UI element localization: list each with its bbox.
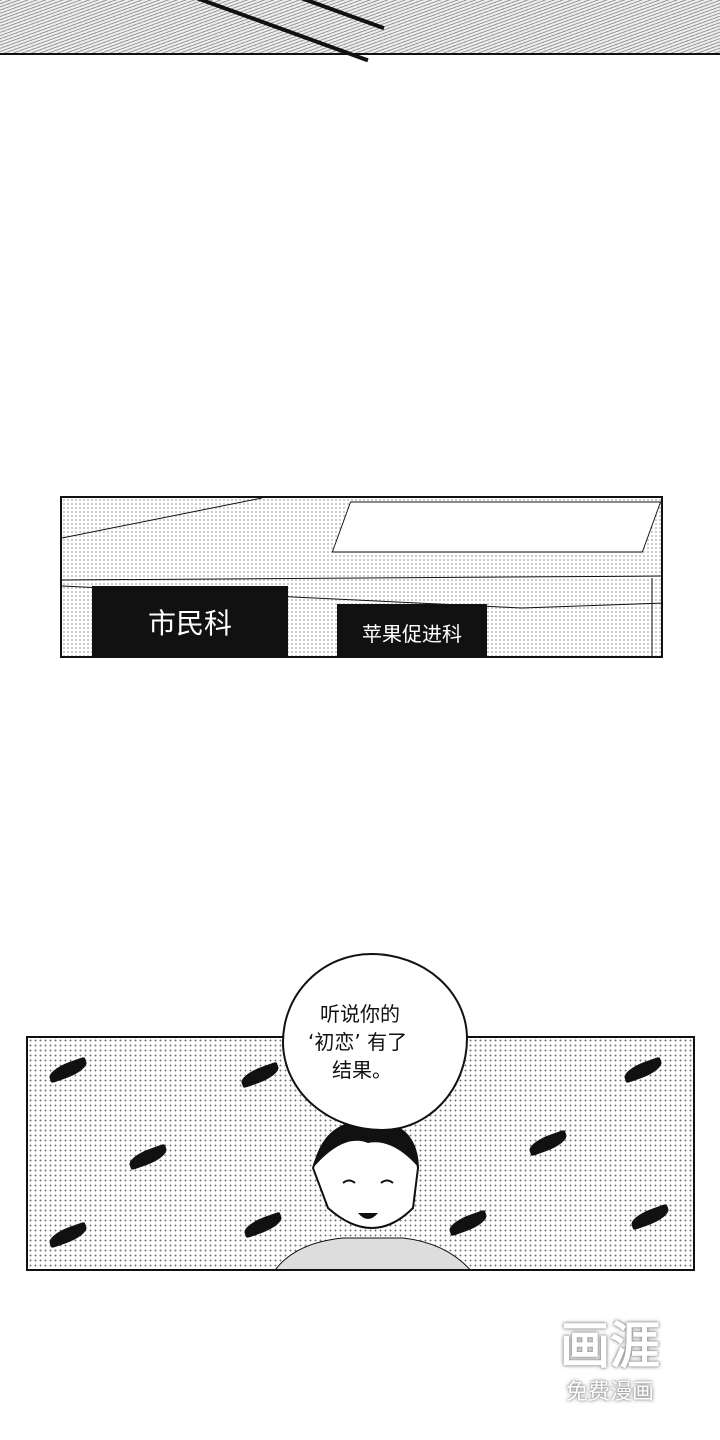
character-illustration	[275, 1119, 471, 1269]
feather	[526, 1129, 570, 1157]
top-panel-strip	[0, 0, 720, 63]
feather	[126, 1143, 170, 1171]
feather	[46, 1221, 90, 1249]
sign-citizen-dept: 市民科	[92, 586, 288, 656]
speech-line: 听说你的	[320, 1002, 400, 1026]
sign-apple-dept: 苹果促进科	[337, 604, 487, 656]
speech-line: ‘初恋’ 有了	[308, 1030, 408, 1054]
feather	[628, 1203, 672, 1231]
feather	[238, 1061, 282, 1089]
ceiling-signs-panel: 市民科 苹果促进科	[60, 496, 663, 658]
watermark-logo: 画涯	[560, 1317, 660, 1375]
speech-line: 结果。	[332, 1058, 392, 1082]
ink-stroke	[289, 0, 385, 31]
feather	[46, 1056, 90, 1084]
watermark: 画涯 免费漫画	[560, 1318, 660, 1406]
speech-bubble: 听说你的 ‘初恋’ 有了 结果。	[282, 953, 468, 1131]
watermark-tagline: 免费漫画	[565, 1380, 654, 1405]
feather	[621, 1056, 665, 1084]
